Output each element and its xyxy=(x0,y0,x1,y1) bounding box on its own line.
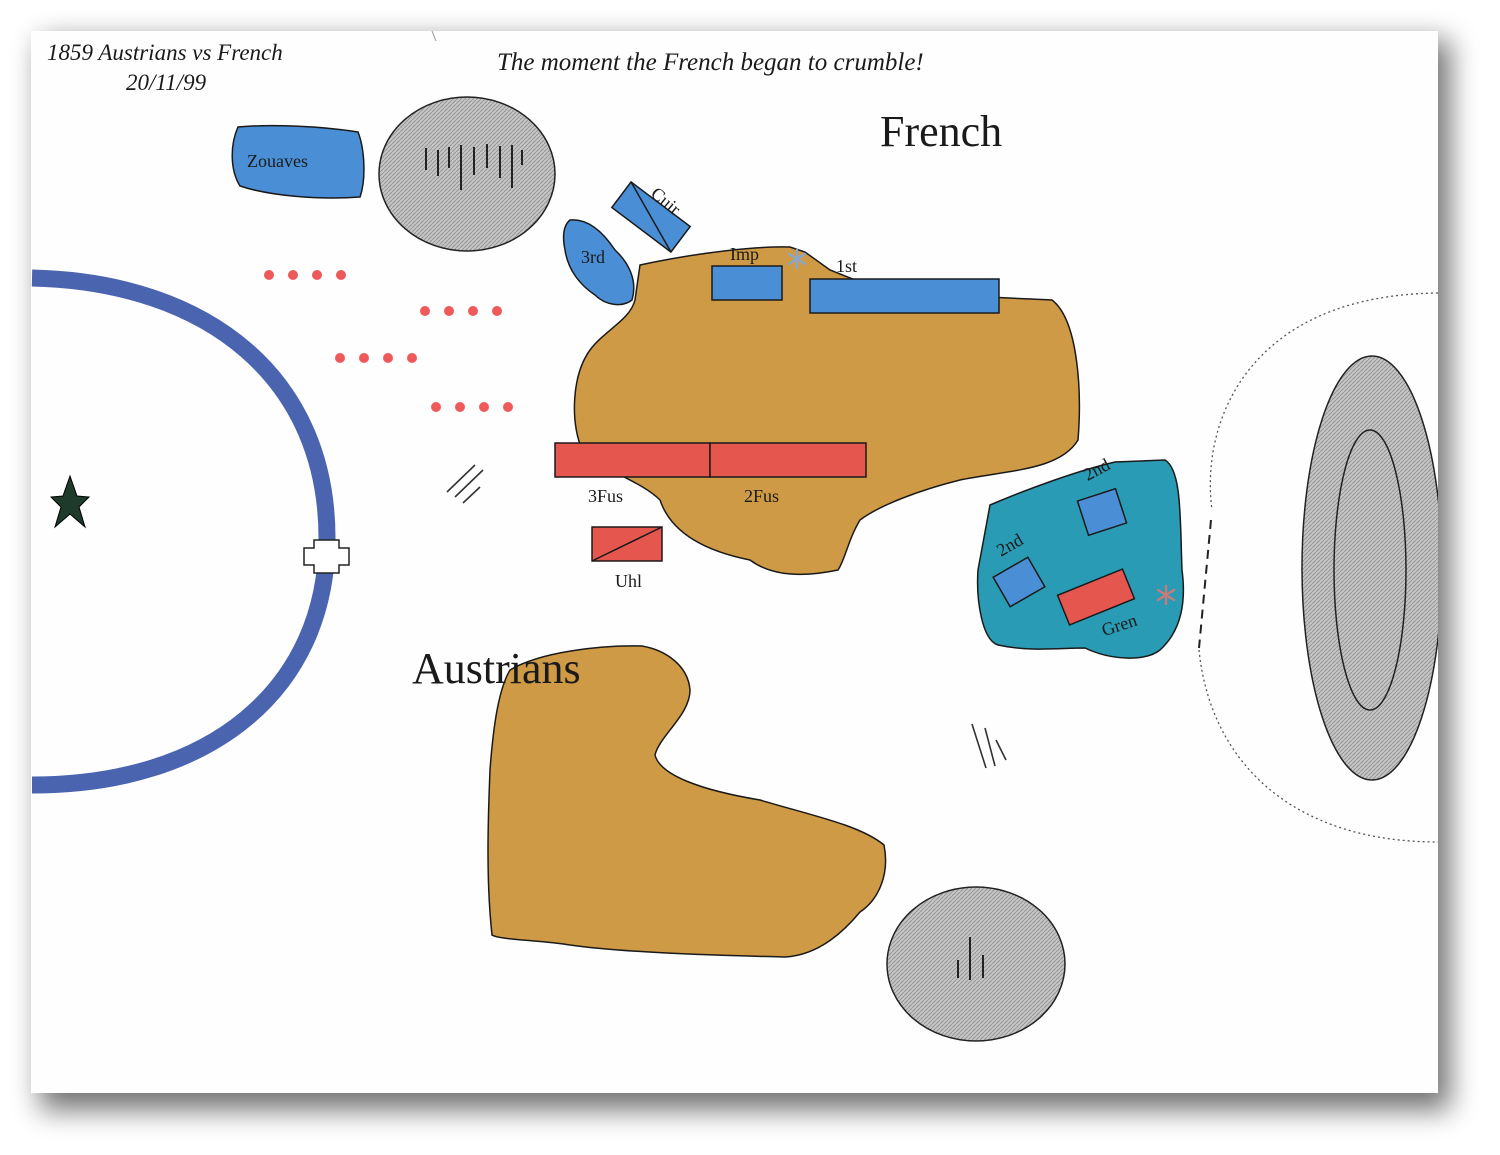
asterisk-icon xyxy=(1156,584,1176,606)
tick-mark xyxy=(431,31,437,42)
label-3rd: 3rd xyxy=(581,247,605,267)
battle-map xyxy=(31,31,1438,1042)
disorder-marks-left xyxy=(446,464,484,504)
label-french: French xyxy=(880,107,1003,156)
label-uhl: Uhl xyxy=(615,571,642,591)
skirmish-line-1[interactable] xyxy=(264,270,346,280)
unit-2nd-left[interactable] xyxy=(992,556,1046,608)
skirmish-line-3[interactable] xyxy=(335,353,417,363)
unit-3fus[interactable] xyxy=(554,442,711,478)
town-north-buildings xyxy=(425,144,523,190)
town-north xyxy=(378,96,556,252)
unit-2nd-top[interactable] xyxy=(1076,487,1128,537)
label-imp: Imp xyxy=(730,244,759,264)
unit-1st[interactable] xyxy=(809,278,1000,314)
disorder-marks-right xyxy=(971,723,1007,769)
wood-right xyxy=(976,459,1185,659)
unit-imp[interactable] xyxy=(711,265,783,301)
label-austrians: Austrians xyxy=(412,644,581,693)
title-line-1: 1859 Austrians vs French xyxy=(47,40,283,65)
skirmish-line-2[interactable] xyxy=(420,306,502,316)
label-1st: 1st xyxy=(836,256,858,276)
skirmish-line-4[interactable] xyxy=(431,402,513,412)
unit-cuir[interactable] xyxy=(610,180,692,254)
asterisk-icon xyxy=(787,248,807,270)
unit-gren[interactable] xyxy=(1056,568,1136,626)
battle-map-sheet: 1859 Austrians vs French 20/11/99 The mo… xyxy=(31,31,1438,1093)
unit-2fus[interactable] xyxy=(709,442,867,478)
label-2fus: 2Fus xyxy=(744,486,780,506)
map-caption: The moment the French began to crumble! xyxy=(497,49,924,76)
town-south-buildings xyxy=(957,937,984,980)
star-icon xyxy=(49,474,91,529)
hill-contour-right xyxy=(1209,292,1438,511)
label-3fus: 3Fus xyxy=(588,486,624,506)
unit-3rd[interactable] xyxy=(562,219,635,306)
label-zouaves: Zouaves xyxy=(247,151,308,171)
road-crossing xyxy=(303,539,350,574)
dashed-line xyxy=(1198,519,1212,649)
unit-zouaves[interactable] xyxy=(231,124,365,199)
hill-austrian xyxy=(487,645,887,958)
unit-uhl[interactable] xyxy=(591,526,663,562)
road-arc xyxy=(31,269,336,794)
title-date: 20/11/99 xyxy=(126,70,207,95)
hill-right-inner xyxy=(1333,429,1407,711)
town-south xyxy=(886,886,1066,1042)
